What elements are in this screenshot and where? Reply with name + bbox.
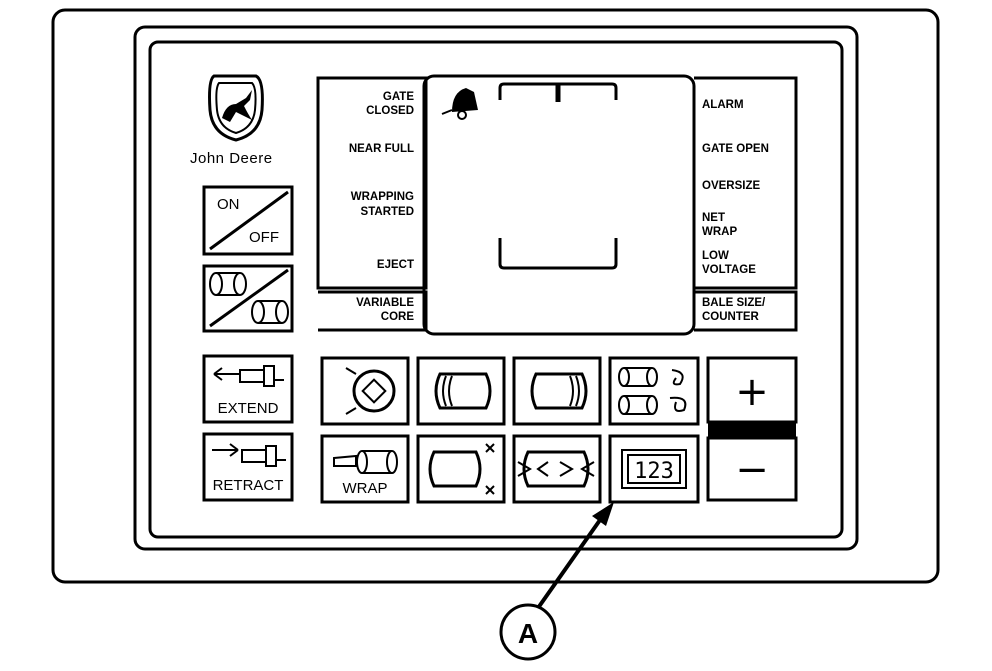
low-voltage-label-2: VOLTAGE	[702, 264, 756, 276]
gate-closed-label-1: GATE	[383, 91, 414, 103]
on-label: ON	[217, 196, 240, 213]
gate-closed-label-2: CLOSED	[366, 105, 414, 117]
bale-type-toggle-button[interactable]	[202, 264, 294, 333]
off-label: OFF	[249, 229, 279, 246]
baler-icon	[441, 88, 478, 120]
callout-label: A	[518, 618, 538, 649]
plus-label: +	[735, 369, 769, 415]
on-off-button[interactable]: ON OFF	[202, 185, 294, 256]
left-lower-panel	[318, 290, 428, 332]
counter-button[interactable]: 123	[608, 434, 700, 504]
callout-a: A	[499, 502, 614, 661]
arrow-left-cylinder-icon	[213, 365, 284, 387]
near-full-label: NEAR FULL	[349, 143, 414, 155]
alarm-label: ALARM	[702, 99, 744, 111]
decrease-button[interactable]: −	[706, 436, 798, 502]
rotation-diamond-icon	[345, 367, 396, 415]
counter-display-inner	[627, 454, 681, 484]
retract-label: RETRACT	[213, 477, 284, 494]
callout-circle	[499, 603, 557, 661]
wrapping-started-label-1: WRAPPING	[351, 191, 414, 203]
right-lower-panel	[694, 290, 798, 332]
bezel-inner	[148, 40, 844, 539]
core-compress-icon	[517, 450, 595, 488]
eject-label: EJECT	[377, 259, 414, 271]
net-wrap-label-1: NET	[702, 212, 725, 224]
variable-core-label-1: VARIABLE	[356, 297, 414, 309]
john-deere-logo-icon	[208, 74, 264, 142]
bale-size-icon	[428, 443, 495, 495]
net-wrap-button[interactable]	[320, 356, 410, 426]
right-label-panel	[694, 76, 798, 290]
wrapping-started-label-2: STARTED	[361, 206, 414, 218]
extend-button[interactable]: EXTEND	[202, 354, 294, 424]
net-wrap-label-2: WRAP	[702, 226, 737, 238]
gate-open-label: GATE OPEN	[702, 143, 769, 155]
outer-housing	[51, 8, 940, 584]
core-size-button[interactable]	[512, 434, 602, 504]
extend-label: EXTEND	[218, 400, 279, 417]
bale-left-button[interactable]	[416, 356, 506, 426]
retract-button[interactable]: RETRACT	[202, 432, 294, 502]
wrap-hand-roll-icon	[333, 450, 398, 474]
bale-roll-icon	[209, 272, 289, 324]
counter-digits: 123	[634, 459, 674, 484]
bale-size-label-2: COUNTER	[702, 311, 760, 323]
bale-right-button[interactable]	[512, 356, 602, 426]
wrap-button[interactable]: WRAP	[320, 434, 410, 504]
counter-display-outer	[621, 449, 687, 489]
twine-rolls-icon	[618, 367, 687, 415]
wrap-label: WRAP	[343, 480, 388, 497]
minus-label: −	[735, 447, 769, 493]
bale-cylinder-right-icon	[530, 372, 588, 410]
central-display	[422, 74, 696, 336]
bale-size-button[interactable]	[416, 434, 506, 504]
increase-button[interactable]: +	[706, 356, 798, 424]
callout-arrow-line	[536, 518, 602, 610]
display-bottom-bracket	[498, 238, 618, 270]
rocker-divider	[708, 422, 796, 438]
brand-name: John Deere	[190, 150, 273, 167]
left-label-panel	[316, 76, 428, 290]
bezel-outer	[133, 25, 859, 551]
low-voltage-label-1: LOW	[702, 250, 729, 262]
bale-cylinder-left-icon	[434, 372, 492, 410]
oversize-label: OVERSIZE	[702, 180, 760, 192]
arrow-right-cylinder-icon	[212, 443, 286, 467]
twine-net-button[interactable]	[608, 356, 700, 426]
bale-size-label-1: BALE SIZE/	[702, 297, 766, 309]
callout-arrow-head	[592, 502, 614, 526]
variable-core-label-2: CORE	[381, 311, 415, 323]
